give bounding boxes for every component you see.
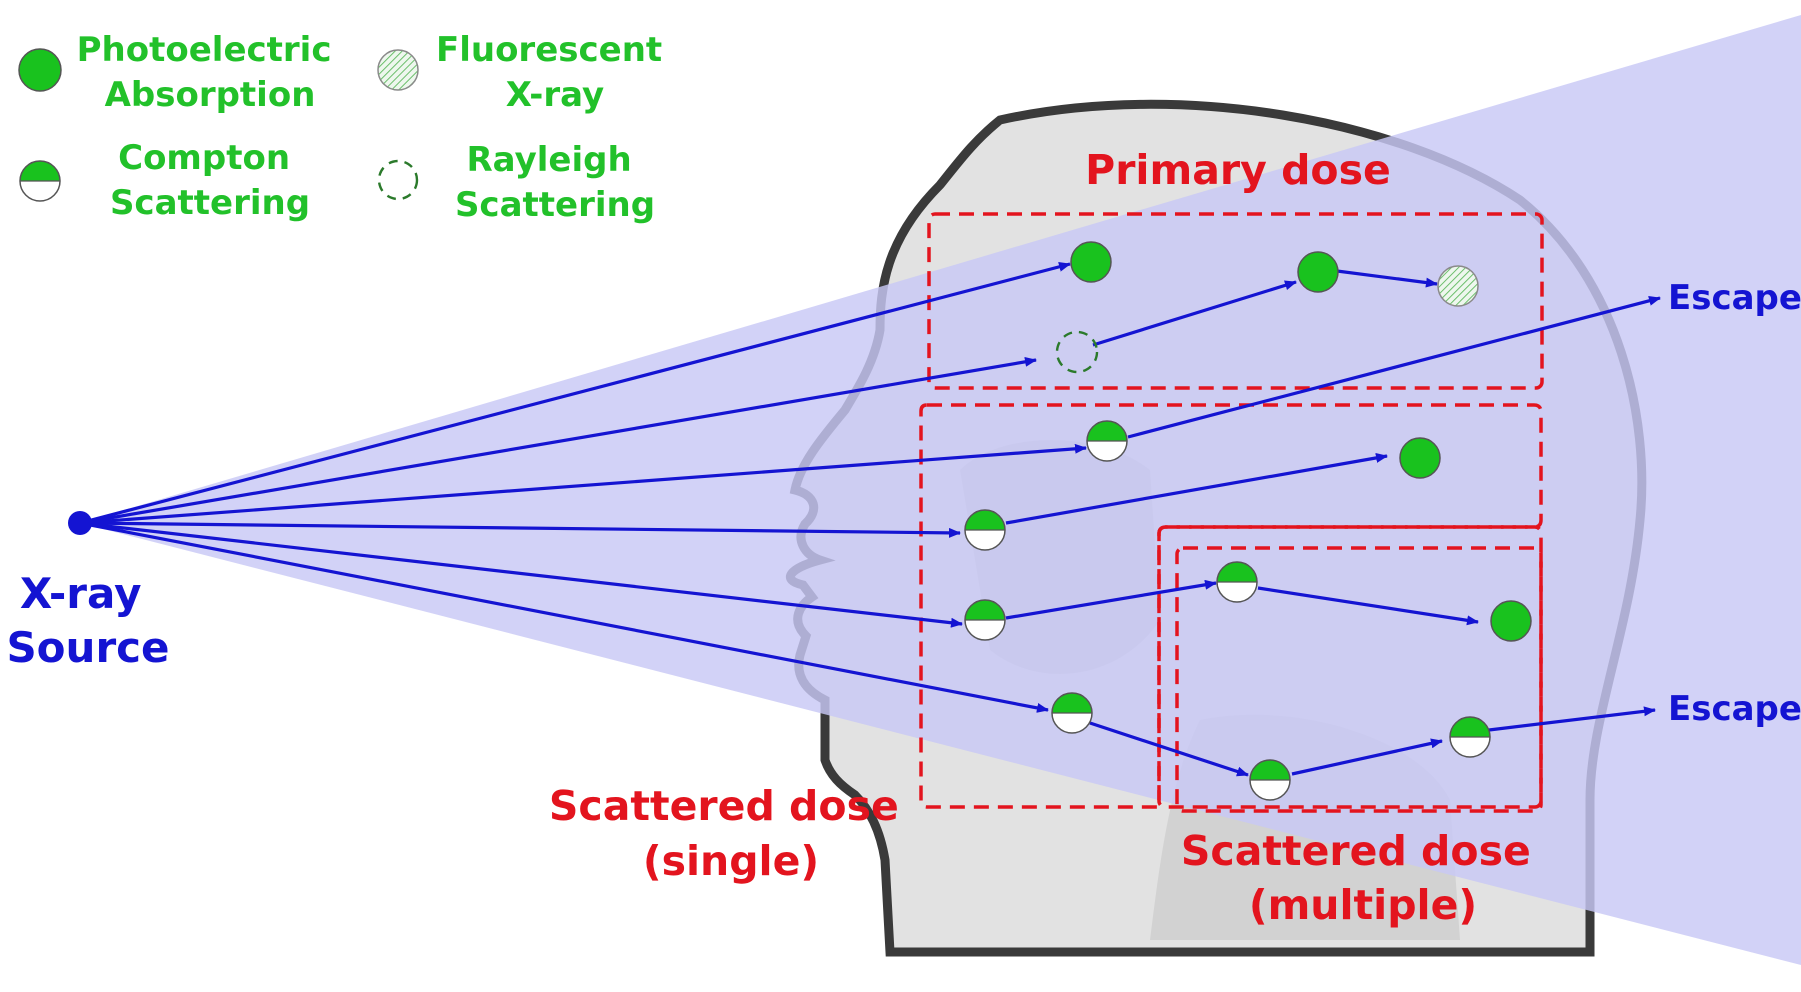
compton-icon (1217, 562, 1257, 602)
legend: Photoelectric Absorption Fluorescent X-r… (19, 30, 674, 225)
compton-icon (1087, 421, 1127, 461)
compton-icon (20, 161, 60, 201)
compton-icon (1052, 693, 1092, 733)
single-scatter-label: Scattered dose (single) (549, 782, 913, 885)
compton-icon (1250, 760, 1290, 800)
photoelectric-icon (1491, 601, 1531, 641)
primary-dose-label: Primary dose (1085, 146, 1391, 194)
escape-label-upper: Escape (1668, 278, 1801, 318)
fluorescent-events (1438, 266, 1478, 306)
legend-fluorescent-label: Fluorescent X-ray (436, 30, 674, 115)
xray-source-label: X-ray Source (6, 569, 169, 672)
fluorescent-icon (1438, 266, 1478, 306)
rayleigh-icon (379, 161, 417, 199)
compton-icon (965, 600, 1005, 640)
escape-label-lower: Escape (1668, 689, 1801, 729)
compton-icon (20, 161, 60, 201)
legend-rayleigh-label: Rayleigh Scattering (455, 140, 655, 225)
xray-source-point (68, 511, 92, 535)
compton-icon (965, 510, 1005, 550)
compton-icon (1450, 717, 1490, 757)
fluorescent-icon (378, 50, 418, 90)
photoelectric-icon (19, 49, 61, 91)
legend-compton-label: Compton Scattering (110, 138, 310, 223)
photoelectric-icon (1298, 252, 1338, 292)
legend-photoelectric-label: Photoelectric Absorption (77, 30, 344, 115)
photoelectric-icon (1071, 242, 1111, 282)
photoelectric-icon (1400, 438, 1440, 478)
